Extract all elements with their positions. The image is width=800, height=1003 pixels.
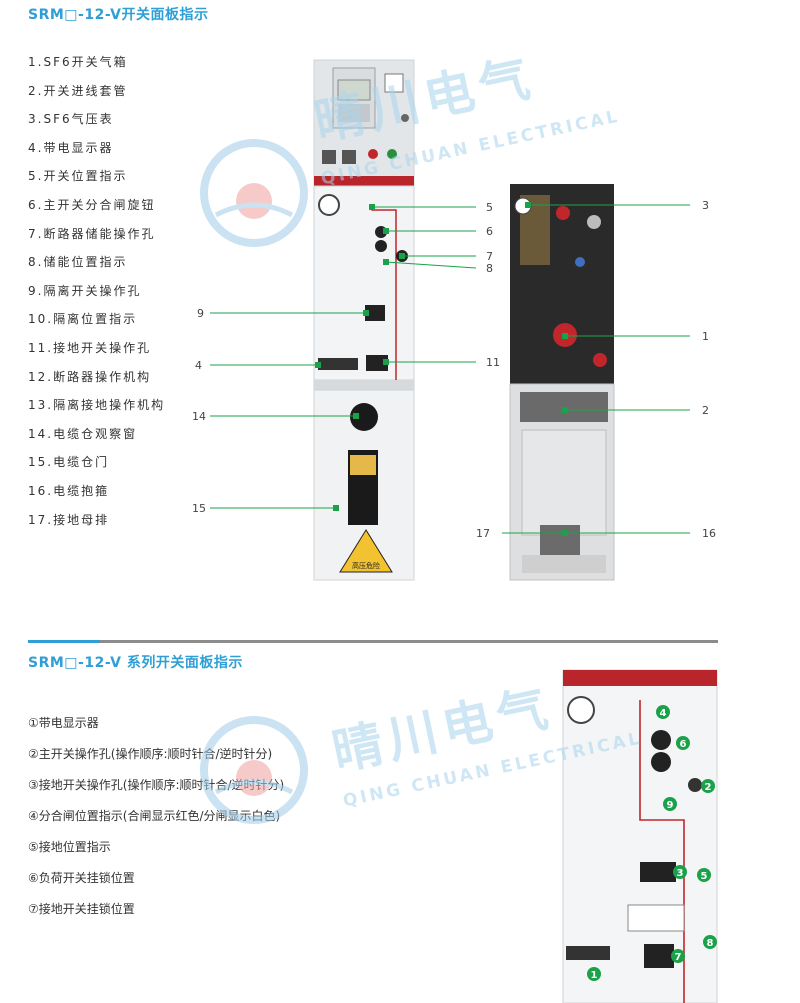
panel-badges: 4 6 2 9 3 5 1 7 8 <box>587 705 717 981</box>
callout-17: 17 <box>476 527 490 540</box>
badge-6: 6 <box>680 739 687 750</box>
badge-2: 2 <box>705 782 712 793</box>
legend-item: 12.断路器操作机构 <box>28 369 152 384</box>
watermark-logo-icon <box>200 139 308 247</box>
legend-item: 5.开关位置指示 <box>28 169 128 184</box>
section1-title: SRM□-12-V开关面板指示 <box>28 7 209 23</box>
legend-item: 16.电缆抱箍 <box>28 483 110 498</box>
callout-5: 5 <box>486 201 493 214</box>
callout-6: 6 <box>486 225 493 238</box>
watermark-logo-icon <box>200 716 308 824</box>
legend-item: ⑦接地开关挂锁位置 <box>28 902 135 916</box>
section-divider-accent <box>28 640 100 643</box>
callout-4: 4 <box>195 359 202 372</box>
legend-item: 10.隔离位置指示 <box>28 312 138 327</box>
legend-item: 1.SF6开关气箱 <box>28 55 128 69</box>
callout-8: 8 <box>486 262 493 275</box>
legend-item: ⑥负荷开关挂锁位置 <box>28 871 135 885</box>
legend-item: 4.带电显示器 <box>28 140 114 155</box>
section-divider <box>100 640 718 643</box>
callout-15: 15 <box>192 502 206 515</box>
callout-9: 9 <box>197 307 204 320</box>
legend-item: 2.开关进线套管 <box>28 83 128 98</box>
legend-item: ⑤接地位置指示 <box>28 840 111 854</box>
section1-diagram: 9 4 14 15 5 6 7 8 11 3 1 2 17 16 高压危险 <box>192 59 716 581</box>
badge-3: 3 <box>677 868 684 879</box>
badge-5: 5 <box>701 871 708 882</box>
section2-title: SRM□-12-V 系列开关面板指示 <box>28 655 243 671</box>
legend-item: 13.隔离接地操作机构 <box>28 398 166 413</box>
legend-item: 17.接地母排 <box>28 512 110 527</box>
legend-item: 3.SF6气压表 <box>28 112 114 127</box>
callout-2: 2 <box>702 404 709 417</box>
legend-item: ④分合闸位置指示(合闸显示红色/分闸显示白色) <box>28 809 281 823</box>
badge-4: 4 <box>660 708 667 719</box>
badge-7: 7 <box>675 952 682 963</box>
callout-1: 1 <box>702 330 709 343</box>
warning-label: 高压危险 <box>352 561 380 570</box>
badge-8: 8 <box>707 938 714 949</box>
legend-item: 6.主开关分合闸旋钮 <box>28 197 156 212</box>
front-panel <box>313 59 415 581</box>
legend-item: 11.接地开关操作孔 <box>28 340 152 355</box>
legend-item: 8.储能位置指示 <box>28 255 128 270</box>
legend-item: 14.电缆仓观察窗 <box>28 426 138 441</box>
callout-14: 14 <box>192 410 206 423</box>
callout-7: 7 <box>486 250 493 263</box>
section2-diagram: 4 6 2 9 3 5 1 7 8 <box>562 669 718 1003</box>
callout-16: 16 <box>702 527 716 540</box>
panel-front-v <box>562 669 718 1003</box>
legend-item: 7.断路器储能操作孔 <box>28 226 156 241</box>
legend-item: 15.电缆仓门 <box>28 455 110 470</box>
callout-3: 3 <box>702 199 709 212</box>
side-view <box>509 184 615 581</box>
callout-11: 11 <box>486 356 500 369</box>
badge-9: 9 <box>667 800 674 811</box>
section1-legend: 1.SF6开关气箱 2.开关进线套管 3.SF6气压表 4.带电显示器 5.开关… <box>28 52 165 538</box>
legend-item: 9.隔离开关操作孔 <box>28 283 142 298</box>
legend-item: ①带电显示器 <box>28 716 99 730</box>
badge-1: 1 <box>591 970 598 981</box>
